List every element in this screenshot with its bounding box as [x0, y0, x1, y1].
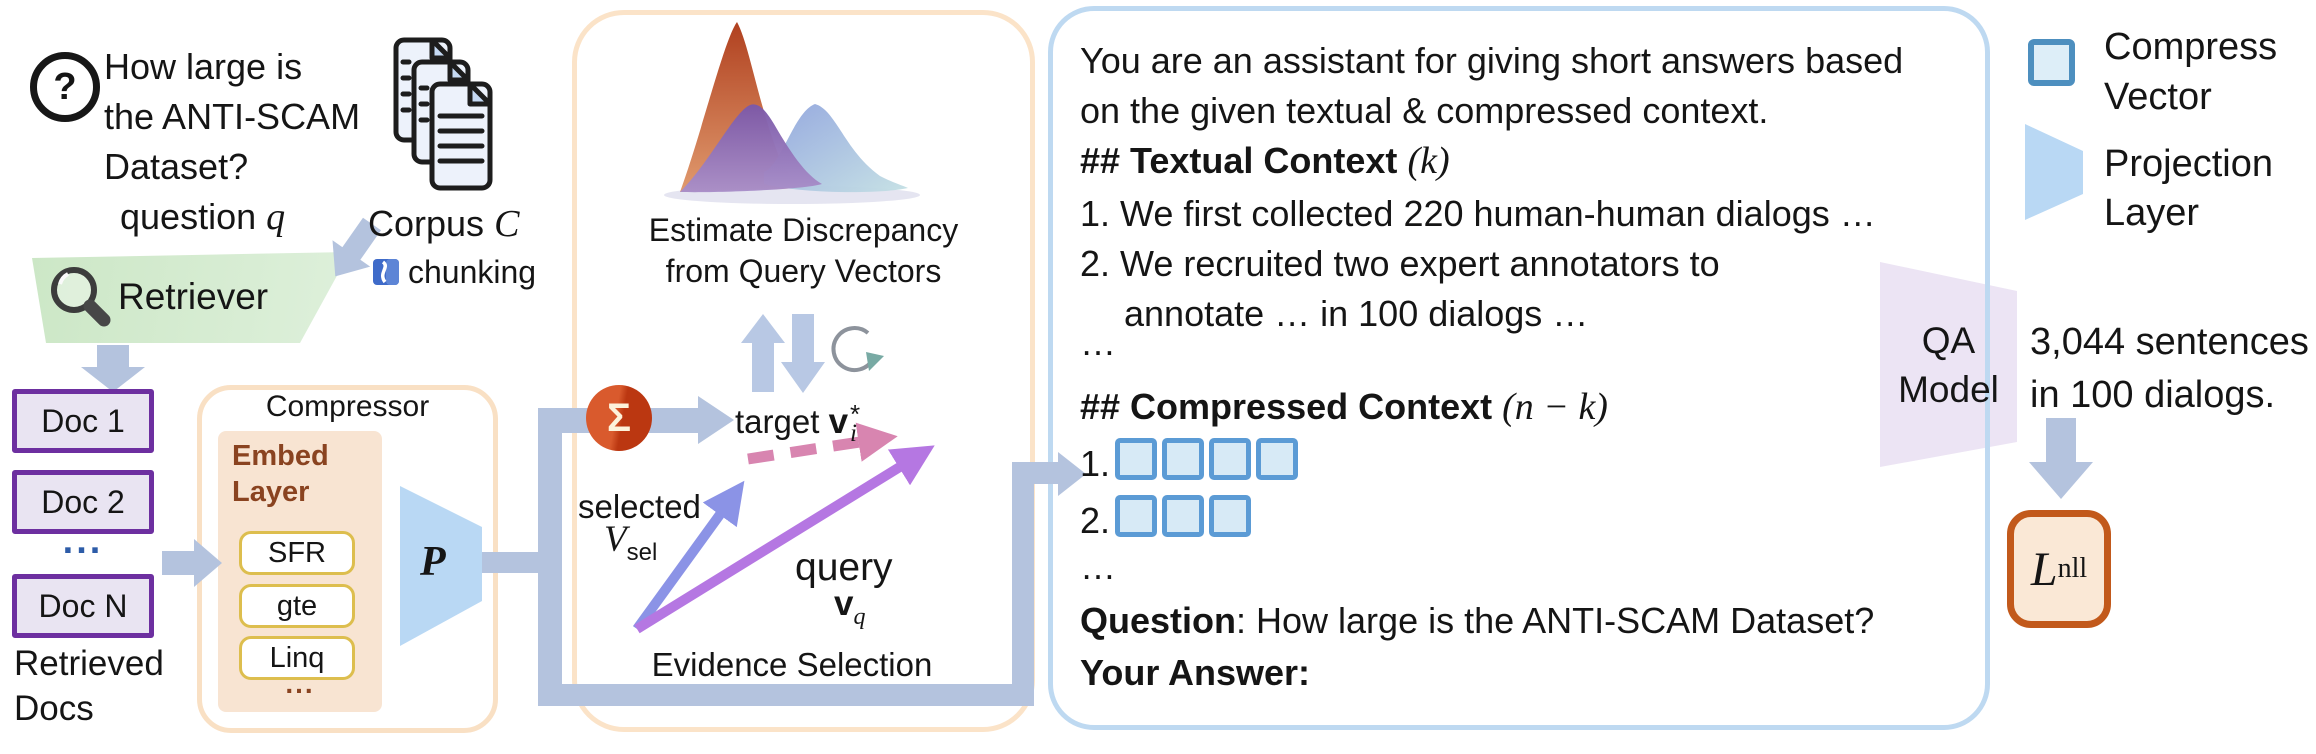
compressor-title: Compressor: [265, 390, 430, 423]
prompt-line-2: on the given textual & compressed contex…: [1080, 90, 1769, 131]
query-vector-arrow: [634, 445, 935, 634]
qa-model-shape: [1880, 262, 2017, 467]
chunking-icon: [373, 259, 399, 285]
target-sub-sup: *i: [850, 399, 861, 447]
prompt-ellipsis-2: …: [1080, 546, 1116, 587]
arrow-docs-to-compressor: [162, 539, 222, 587]
target-vector-label: target v*i: [735, 399, 861, 447]
compress-vector-square: [1162, 495, 1205, 537]
documents-icon: [393, 37, 493, 191]
chunking-label: chunking: [408, 254, 537, 290]
arrow-retriever-to-docs: [81, 345, 145, 392]
doc-1-box: Doc 1: [12, 389, 154, 453]
evidence-selection-label: Evidence Selection: [651, 646, 933, 683]
search-icon: [51, 267, 111, 327]
compress-vector-legend-label: Compress Vector: [2104, 26, 2278, 118]
compressed-nk-var: (n − k): [1502, 386, 1608, 428]
selected-var: Vsel: [604, 519, 658, 566]
connector-path: [482, 396, 1086, 706]
prompt-line-1: You are an assistant for giving short an…: [1080, 40, 1904, 81]
projection-layer-legend-icon: [2025, 124, 2083, 220]
prompt-question-line: Question: How large is the ANTI-SCAM Dat…: [1080, 600, 1875, 641]
retriever-box: [32, 252, 350, 343]
question-line: the ANTI-SCAM: [104, 96, 361, 137]
target-dashed-arrow: [747, 422, 898, 465]
compress-vector-square: [1209, 495, 1252, 537]
compress-vector-legend-icon: [2028, 39, 2075, 86]
arrow-corpus-to-retriever: [332, 217, 382, 277]
compress-vector-square: [1115, 438, 1158, 480]
compressed-row-1: 1.: [1080, 438, 1299, 489]
arrow-answer-to-loss: [2029, 418, 2093, 499]
textual-context-header: ## Textual Context (k): [1080, 140, 1450, 182]
compress-vector-row: [1110, 495, 1252, 546]
textual-item-2-cont: annotate … in 100 dialogs …: [1124, 293, 1589, 334]
retriever-label: Retriever: [118, 276, 269, 317]
selected-vector-arrow: [632, 480, 745, 632]
projection-layer-legend-label: Projection Layer: [2104, 143, 2273, 234]
docs-ellipsis: ...: [62, 520, 104, 562]
answer-text: 3,044 sentences in 100 dialogs.: [2030, 321, 2309, 416]
loss-var: L: [2030, 542, 2058, 596]
prompt-answer-line: Your Answer:: [1080, 652, 1311, 693]
embed-ellipsis: ...: [285, 668, 315, 699]
query-var: vq: [834, 584, 866, 630]
q-var: q: [266, 196, 286, 238]
question-mark-icon: ?: [30, 52, 100, 122]
compressed-context-header: ## Compressed Context (n − k): [1080, 386, 1608, 428]
projection-layer-shape: [400, 486, 482, 646]
compress-vector-square: [1115, 495, 1158, 537]
embed-model-linq: Linq: [239, 636, 355, 680]
prompt-ellipsis-1: …: [1080, 322, 1116, 363]
retrieved-docs-label: Retrieved Docs: [14, 644, 164, 728]
question-line: Dataset?: [104, 146, 249, 187]
refresh-icon: [831, 326, 884, 373]
compress-vector-square: [1162, 438, 1205, 480]
compress-vector-square: [1256, 438, 1299, 480]
qa-model-label: QA Model: [1898, 320, 1999, 410]
loss-sub: nll: [2057, 553, 2088, 584]
projection-var: P: [420, 539, 446, 585]
corpus-label: Corpus C: [368, 203, 520, 245]
question-text: How large is the ANTI-SCAM Dataset? ques…: [104, 42, 360, 242]
textual-k-var: (k): [1407, 140, 1450, 182]
embed-layer-title: Embed Layer: [232, 440, 329, 508]
density-distribution-plot: [664, 22, 920, 204]
arrow-up-icon: [741, 314, 785, 392]
compress-vector-square: [1209, 438, 1252, 480]
doc-2-box: Doc 2: [12, 470, 154, 534]
query-label: query: [795, 546, 893, 589]
doc-n-box: Doc N: [12, 574, 154, 638]
sum-sigma-icon: Σ: [586, 385, 652, 451]
textual-item-2: 2. We recruited two expert annotators to: [1080, 243, 1720, 284]
embed-model-sfr: SFR: [239, 531, 355, 575]
question-line: How large is: [104, 46, 303, 87]
selected-label: selected: [578, 488, 701, 525]
textual-item-1: 1. We first collected 220 human-human di…: [1080, 193, 1876, 234]
target-var: v: [828, 402, 849, 441]
embed-model-gte: gte: [239, 584, 355, 628]
compressed-row-2: 2.: [1080, 495, 1252, 546]
corpus-var: C: [494, 203, 520, 245]
estimate-discrepancy-label: Estimate Discrepancy from Query Vectors: [648, 212, 959, 289]
arrow-down-icon: [781, 314, 825, 393]
question-variable: question q: [120, 196, 286, 238]
prompt-border-segment: [1985, 264, 1990, 464]
compress-vector-row: [1110, 438, 1299, 489]
